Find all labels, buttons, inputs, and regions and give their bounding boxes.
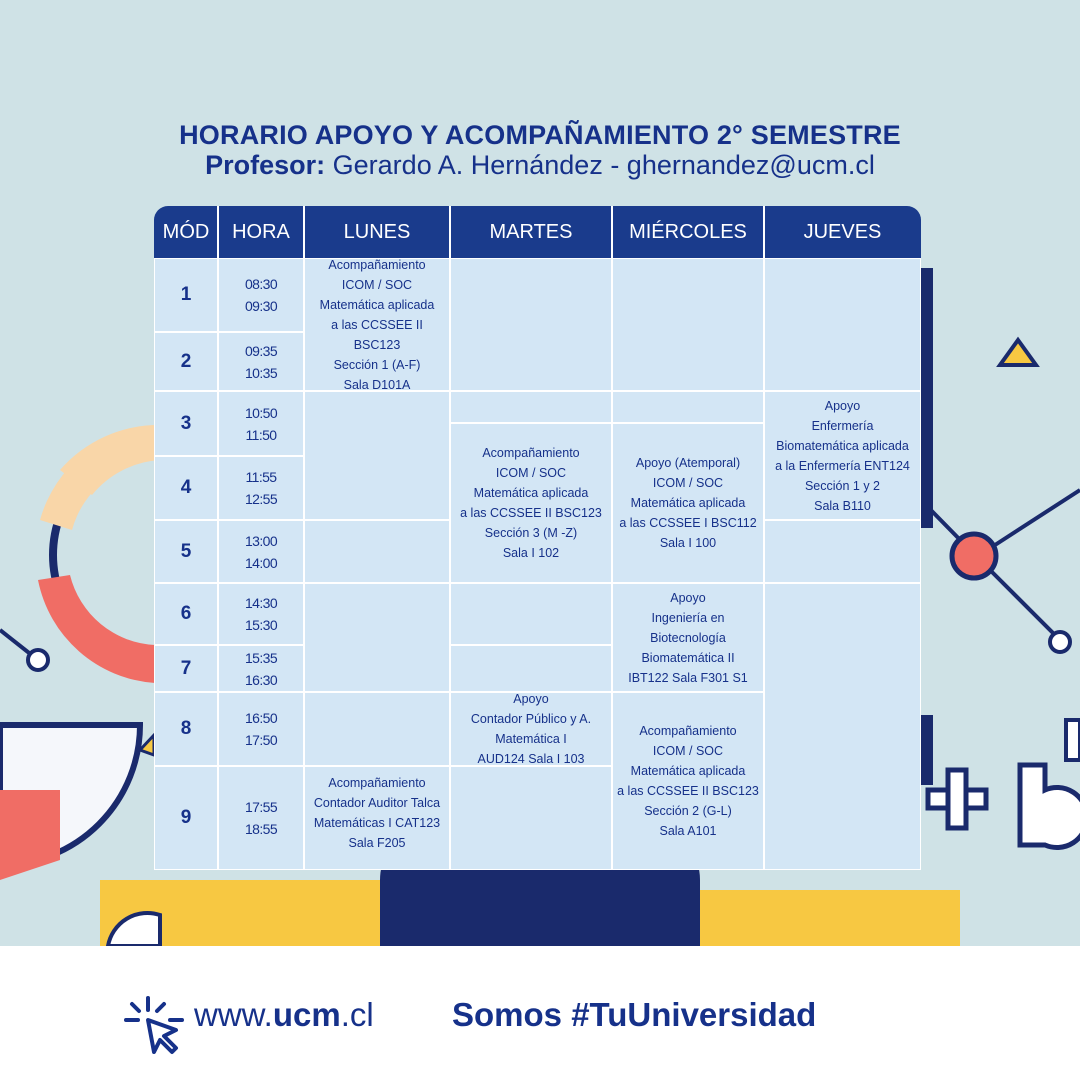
- start-time: 08:30: [244, 276, 278, 292]
- mod-cell: 9: [154, 766, 218, 870]
- schedule-block: Acompañamiento ICOM / SOC Matemática apl…: [450, 423, 612, 583]
- professor-label: Profesor:: [205, 150, 326, 180]
- empty-slot: [450, 583, 612, 645]
- empty-slot: [304, 520, 450, 583]
- mod-cell: 1: [154, 258, 218, 332]
- empty-slot: [450, 766, 612, 870]
- link-prefix: www.: [194, 996, 273, 1033]
- cursor-click-icon: [124, 996, 184, 1054]
- schedule-block: Apoyo (Atemporal) ICOM / SOC Matemática …: [612, 423, 764, 583]
- end-time: 10:35: [244, 364, 278, 381]
- schedule-block: Apoyo Ingeniería en Biotecnología Biomat…: [612, 583, 764, 692]
- start-time: 15:35: [244, 649, 278, 666]
- end-time: 09:30: [244, 298, 278, 314]
- block-text: Acompañamiento ICOM / SOC Matemática apl…: [460, 446, 602, 560]
- time-cell: 14:30 15:30: [218, 583, 304, 645]
- header-divider: [449, 206, 451, 258]
- schedule-block: Apoyo Enfermería Biomatemática aplicada …: [764, 391, 921, 520]
- time-cell: 13:00 14:00: [218, 520, 304, 583]
- start-time: 11:55: [245, 469, 278, 485]
- schedule-block: Apoyo Contador Público y A. Matemática I…: [450, 692, 612, 766]
- column-header-miercoles: MIÉRCOLES: [629, 220, 747, 243]
- page-title: HORARIO APOYO Y ACOMPAÑAMIENTO 2° SEMEST…: [179, 120, 901, 150]
- schedule-table: MÓD HORA LUNES MARTES MIÉRCOLES JUEVES 1…: [154, 206, 921, 870]
- column-header-hora: HORA: [232, 220, 290, 243]
- schedule-block: Acompañamiento ICOM / SOC Matemática apl…: [612, 692, 764, 870]
- block-text: Apoyo Contador Público y A. Matemática I…: [470, 692, 592, 766]
- start-time: 16:50: [244, 710, 278, 726]
- empty-slot: [764, 520, 921, 583]
- empty-slot: [304, 583, 450, 692]
- time-cell: 11:55 12:55: [218, 456, 304, 520]
- block-text: Acompañamiento Contador Auditor Talca Ma…: [313, 776, 441, 850]
- mod-cell: 2: [154, 332, 218, 391]
- link-suffix: .cl: [340, 996, 374, 1033]
- start-time: 10:50: [244, 404, 278, 421]
- link-domain: ucm: [272, 996, 341, 1033]
- time-cell: 15:35 16:30: [218, 645, 304, 692]
- start-time: 14:30: [244, 595, 278, 611]
- start-time: 13:00: [244, 532, 278, 549]
- header-divider: [763, 206, 765, 258]
- block-text: Acompañamiento ICOM / SOC Matemática apl…: [319, 257, 435, 392]
- time-cell: 17:55 18:55: [218, 766, 304, 870]
- mod-cell: 6: [154, 583, 218, 645]
- empty-slot: [304, 692, 450, 766]
- column-header-mod: MÓD: [162, 220, 210, 243]
- schedule-block: Acompañamiento Contador Auditor Talca Ma…: [304, 766, 450, 870]
- end-time: 11:50: [245, 426, 278, 443]
- block-text: Apoyo (Atemporal) ICOM / SOC Matemática …: [619, 456, 757, 550]
- end-time: 12:55: [244, 491, 278, 507]
- end-time: 17:50: [244, 732, 278, 748]
- time-cell: 08:30 09:30: [218, 258, 304, 332]
- empty-slot: [450, 645, 612, 692]
- empty-slot: [612, 258, 764, 391]
- mod-cell: 3: [154, 391, 218, 456]
- empty-slot: [764, 258, 921, 391]
- empty-slot: [450, 391, 612, 423]
- empty-slot: [764, 583, 921, 870]
- end-time: 16:30: [244, 671, 278, 688]
- end-time: 18:55: [244, 821, 278, 837]
- professor-line: Profesor: Gerardo A. Hernández - ghernan…: [0, 150, 1080, 181]
- table-header: [154, 206, 921, 258]
- header-divider: [611, 206, 613, 258]
- header-divider: [303, 206, 305, 258]
- block-text: Apoyo Enfermería Biomatemática aplicada …: [775, 398, 910, 513]
- time-cell: 09:35 10:35: [218, 332, 304, 391]
- empty-slot: [304, 391, 450, 520]
- column-header-jueves: JUEVES: [803, 220, 882, 243]
- schedule-block: Acompañamiento ICOM / SOC Matemática apl…: [304, 258, 450, 392]
- mod-cell: 7: [154, 645, 218, 692]
- time-cell: 16:50 17:50: [218, 692, 304, 766]
- block-text: Apoyo Ingeniería en Biotecnología Biomat…: [628, 590, 748, 685]
- start-time: 09:35: [244, 342, 278, 359]
- slogan: Somos #TuUniversidad: [452, 996, 817, 1033]
- end-time: 14:00: [244, 554, 278, 571]
- end-time: 15:30: [244, 617, 278, 633]
- time-cell: 10:50 11:50: [218, 391, 304, 456]
- mod-cell: 8: [154, 692, 218, 766]
- mod-cell: 4: [154, 456, 218, 520]
- website-link[interactable]: www.ucm.cl: [194, 996, 374, 1034]
- mod-cell: 5: [154, 520, 218, 583]
- empty-slot: [612, 391, 764, 423]
- start-time: 17:55: [244, 799, 278, 815]
- column-header-lunes: LUNES: [343, 220, 411, 243]
- column-header-martes: MARTES: [489, 220, 573, 243]
- empty-slot: [450, 258, 612, 391]
- header-divider: [217, 206, 219, 258]
- professor-name-email: Gerardo A. Hernández - ghernandez@ucm.cl: [325, 150, 875, 180]
- block-text: Acompañamiento ICOM / SOC Matemática apl…: [617, 724, 759, 838]
